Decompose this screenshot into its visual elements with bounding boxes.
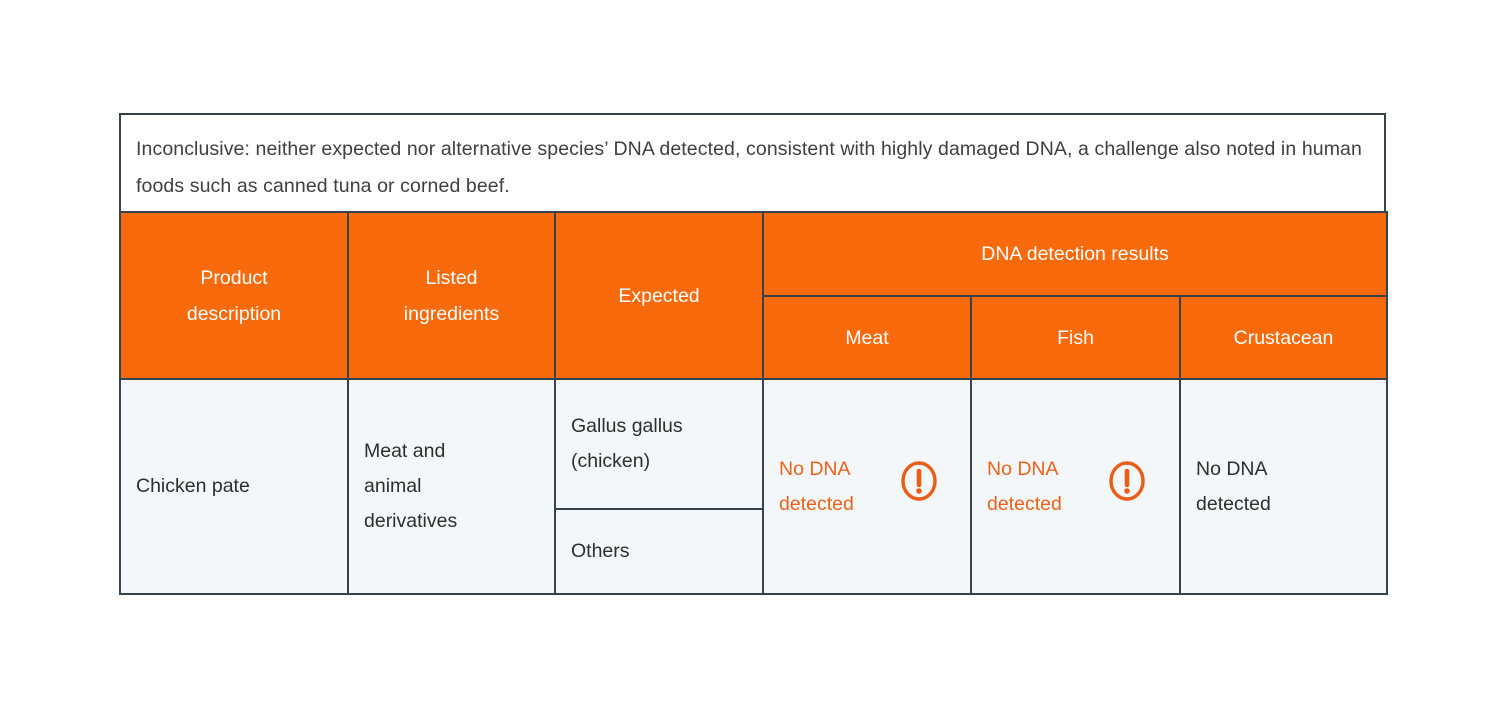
exclamation-circle-icon (899, 459, 939, 515)
header-product-description: Product description (119, 211, 349, 380)
result-meat-text: No DNA detected (779, 457, 854, 515)
result-crustacean-text: No DNA detected (1196, 457, 1271, 515)
header-meat: Meat (762, 295, 972, 380)
header-meat-label: Meat (845, 326, 889, 349)
header-row-top: Product description Listed ingredients E… (119, 211, 1388, 380)
cell-expected-secondary: Others (554, 508, 764, 595)
result-crustacean: No DNA detected (1196, 452, 1386, 522)
expected-secondary-value: Others (571, 540, 630, 562)
result-fish-text: No DNA detected (987, 457, 1062, 515)
listed-ingredients-value: Meat and animal derivatives (364, 440, 458, 532)
inconclusive-note: Inconclusive: neither expected nor alter… (119, 113, 1386, 211)
header-row-sub: Meat Fish Crustacean (120, 295, 1388, 380)
cell-product-description: Chicken pate (119, 378, 349, 595)
expected-primary-value: Gallus gallus (chicken) (571, 415, 683, 472)
dna-detection-table: Product description Listed ingredients E… (119, 211, 1388, 595)
inconclusive-note-text: Inconclusive: neither expected nor alter… (136, 138, 1362, 197)
cell-result-meat: No DNA detected (762, 378, 972, 595)
dna-results-figure: Inconclusive: neither expected nor alter… (119, 113, 1388, 595)
header-listed-ingredients: Listed ingredients (347, 211, 556, 380)
cell-expected-primary: Gallus gallus (chicken) (554, 378, 764, 510)
header-expected-label: Expected (618, 284, 700, 307)
header-fish-label: Fish (1057, 326, 1094, 349)
cell-listed-ingredients: Meat and animal derivatives (347, 378, 556, 595)
table-row-expected-secondary: Others (120, 508, 1387, 595)
result-fish: No DNA detected (987, 452, 1179, 522)
product-description-value: Chicken pate (136, 475, 250, 497)
header-crustacean: Crustacean (1179, 295, 1388, 380)
header-dna-detection-results-label: DNA detection results (981, 243, 1169, 265)
exclamation-circle-icon (1107, 459, 1147, 515)
header-fish: Fish (970, 295, 1181, 380)
result-meat: No DNA detected (779, 452, 970, 522)
header-listed-ingredients-label: Listed ingredients (403, 266, 500, 325)
table-row: Chicken pate Meat and animal derivatives… (119, 378, 1388, 595)
header-crustacean-label: Crustacean (1233, 326, 1334, 349)
header-dna-detection-results: DNA detection results (762, 211, 1388, 297)
cell-result-crustacean: No DNA detected (1179, 378, 1388, 595)
header-expected: Expected (554, 211, 764, 380)
cell-result-fish: No DNA detected (970, 378, 1181, 595)
header-product-description-label: Product description (186, 266, 282, 325)
